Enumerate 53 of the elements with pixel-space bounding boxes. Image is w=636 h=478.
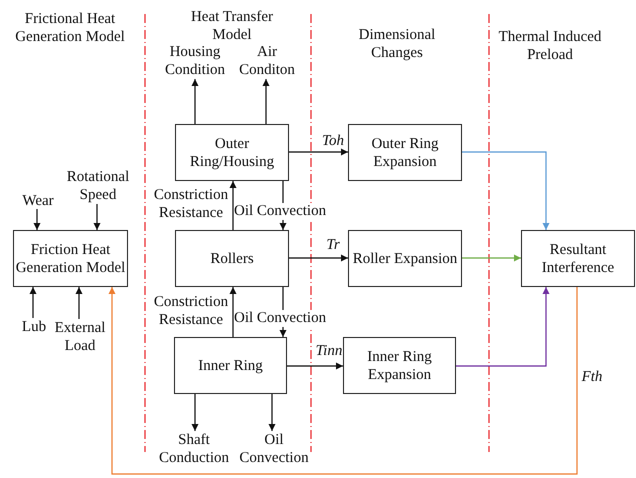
edge-label: Tinn bbox=[314, 342, 344, 360]
factor-label: External Load bbox=[52, 319, 108, 355]
column-heading: Frictional Heat Generation Model bbox=[14, 10, 126, 46]
column-heading: Thermal Induced Preload bbox=[498, 28, 602, 64]
edge-label: Toh bbox=[321, 132, 345, 150]
edge-label: Constriction Resistance bbox=[152, 186, 230, 222]
process-box bbox=[175, 230, 289, 287]
arrow bbox=[268, 394, 276, 431]
process-box bbox=[174, 337, 287, 394]
arrow bbox=[76, 287, 82, 319]
edge-label: Oil Convection bbox=[234, 203, 326, 220]
box-label: Inner Ring bbox=[198, 356, 263, 374]
arrow bbox=[30, 287, 36, 318]
arrow bbox=[108, 287, 578, 475]
edge-label: Oil Convection bbox=[234, 310, 326, 326]
arrow bbox=[34, 209, 40, 230]
process-box bbox=[348, 230, 462, 287]
box-label: Resultant Interference bbox=[540, 240, 616, 276]
factor-label: Wear bbox=[18, 192, 58, 209]
arrow bbox=[262, 79, 270, 124]
box-label: Roller Expansion bbox=[352, 250, 458, 268]
process-box bbox=[175, 124, 289, 181]
arrow bbox=[289, 254, 348, 262]
factor-label: Lub bbox=[20, 318, 48, 335]
box-label: Outer Ring Expansion bbox=[370, 134, 440, 170]
arrow bbox=[230, 181, 236, 230]
factor-label: Air Conditon bbox=[236, 42, 298, 79]
arrow bbox=[94, 204, 100, 230]
factor-label: Oil Convection bbox=[236, 431, 312, 467]
box-label: Inner Ring Expansion bbox=[366, 348, 433, 384]
arrow bbox=[230, 287, 236, 337]
box-label: Outer Ring/Housing bbox=[188, 134, 276, 170]
edge-label: Constriction Resistance bbox=[152, 293, 230, 329]
arrow bbox=[462, 254, 521, 262]
process-box bbox=[348, 124, 462, 181]
column-heading: Heat Transfer Model bbox=[190, 8, 274, 44]
process-box bbox=[13, 230, 128, 287]
edge-label: Tr bbox=[325, 236, 341, 254]
factor-label: Housing Condition bbox=[156, 42, 234, 79]
box-label: Friction Heat Generation Model bbox=[14, 240, 126, 276]
arrow bbox=[192, 394, 198, 431]
factor-label: Shaft Conduction bbox=[152, 431, 236, 467]
arrow bbox=[456, 287, 550, 367]
edge-label: Fth bbox=[580, 368, 604, 386]
arrow bbox=[289, 148, 348, 156]
arrow bbox=[462, 151, 550, 230]
factor-label: Rotational Speed bbox=[66, 168, 130, 204]
process-box bbox=[343, 337, 456, 394]
box-label: Rollers bbox=[210, 250, 254, 268]
arrow bbox=[192, 79, 198, 124]
column-heading: Dimensional Changes bbox=[358, 26, 436, 62]
arrow bbox=[287, 362, 343, 370]
process-box bbox=[521, 230, 635, 287]
